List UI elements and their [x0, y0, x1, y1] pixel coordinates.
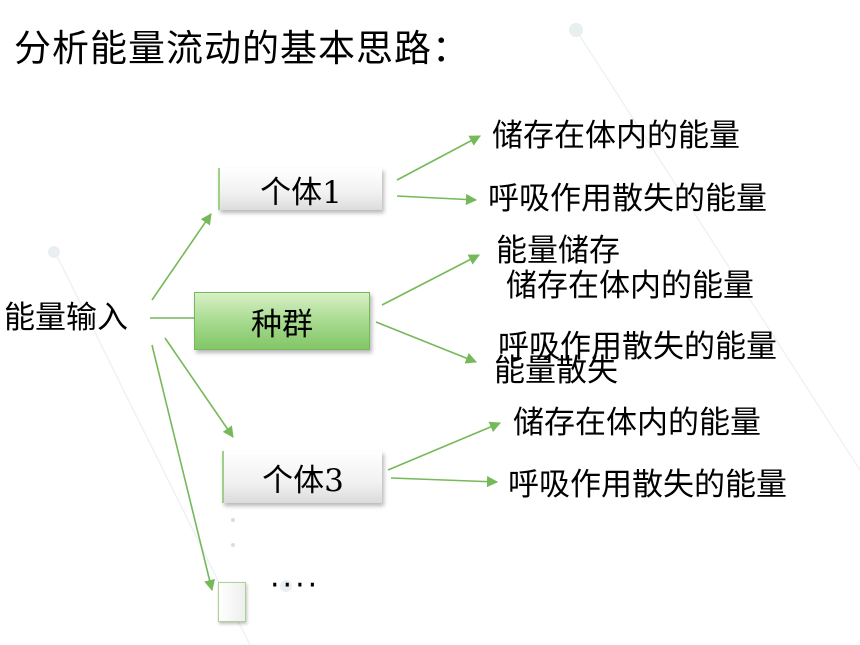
arrow-ind1-to-respiration: [396, 193, 478, 206]
decor-dot-1: [569, 23, 583, 37]
pop-storage-label: 储存在体内的能量: [506, 268, 754, 304]
arrow-ind3-to-respiration: [390, 476, 499, 488]
arrow-input-to-individual-3: [164, 337, 234, 438]
decor-dot-3: [231, 518, 235, 522]
pop-energy-loss-label: 能量散失: [494, 353, 618, 389]
more-individuals-box: [218, 582, 246, 622]
individual-1-box: 个体1: [218, 168, 382, 211]
individual-3-label: 个体3: [262, 462, 344, 499]
ind3-storage-label: 储存在体内的能量: [513, 405, 761, 441]
population-box: 种群: [194, 292, 370, 350]
ind1-respiration-label: 呼吸作用散失的能量: [488, 181, 767, 217]
arrow-ind3-to-storage: [387, 421, 502, 471]
pop-energy-storage-label: 能量储存: [496, 233, 620, 269]
population-label: 种群: [251, 306, 313, 343]
ind1-storage-label: 储存在体内的能量: [492, 118, 740, 154]
energy-input-label: 能量输入: [4, 300, 128, 336]
decor-dot-5: [280, 580, 292, 592]
arrow-ind1-to-storage: [396, 135, 481, 181]
individual-3-box: 个体3: [222, 451, 382, 503]
arrow-input-to-individual-1: [151, 213, 212, 301]
ellipsis-label: ····: [270, 568, 321, 603]
arrow-pop-to-loss: [375, 321, 478, 364]
page-title: 分析能量流动的基本思路：: [14, 27, 470, 70]
decor-dot-2: [48, 246, 60, 258]
arrow-input-to-more: [151, 344, 216, 592]
decor-dot-4: [231, 543, 235, 547]
background-decoration: [53, 29, 860, 645]
individual-1-label: 个体1: [260, 174, 342, 211]
ind3-respiration-label: 呼吸作用散失的能量: [508, 467, 787, 503]
pop-respiration-label: 呼吸作用散失的能量: [498, 329, 777, 365]
arrow-pop-to-storage: [381, 254, 480, 306]
